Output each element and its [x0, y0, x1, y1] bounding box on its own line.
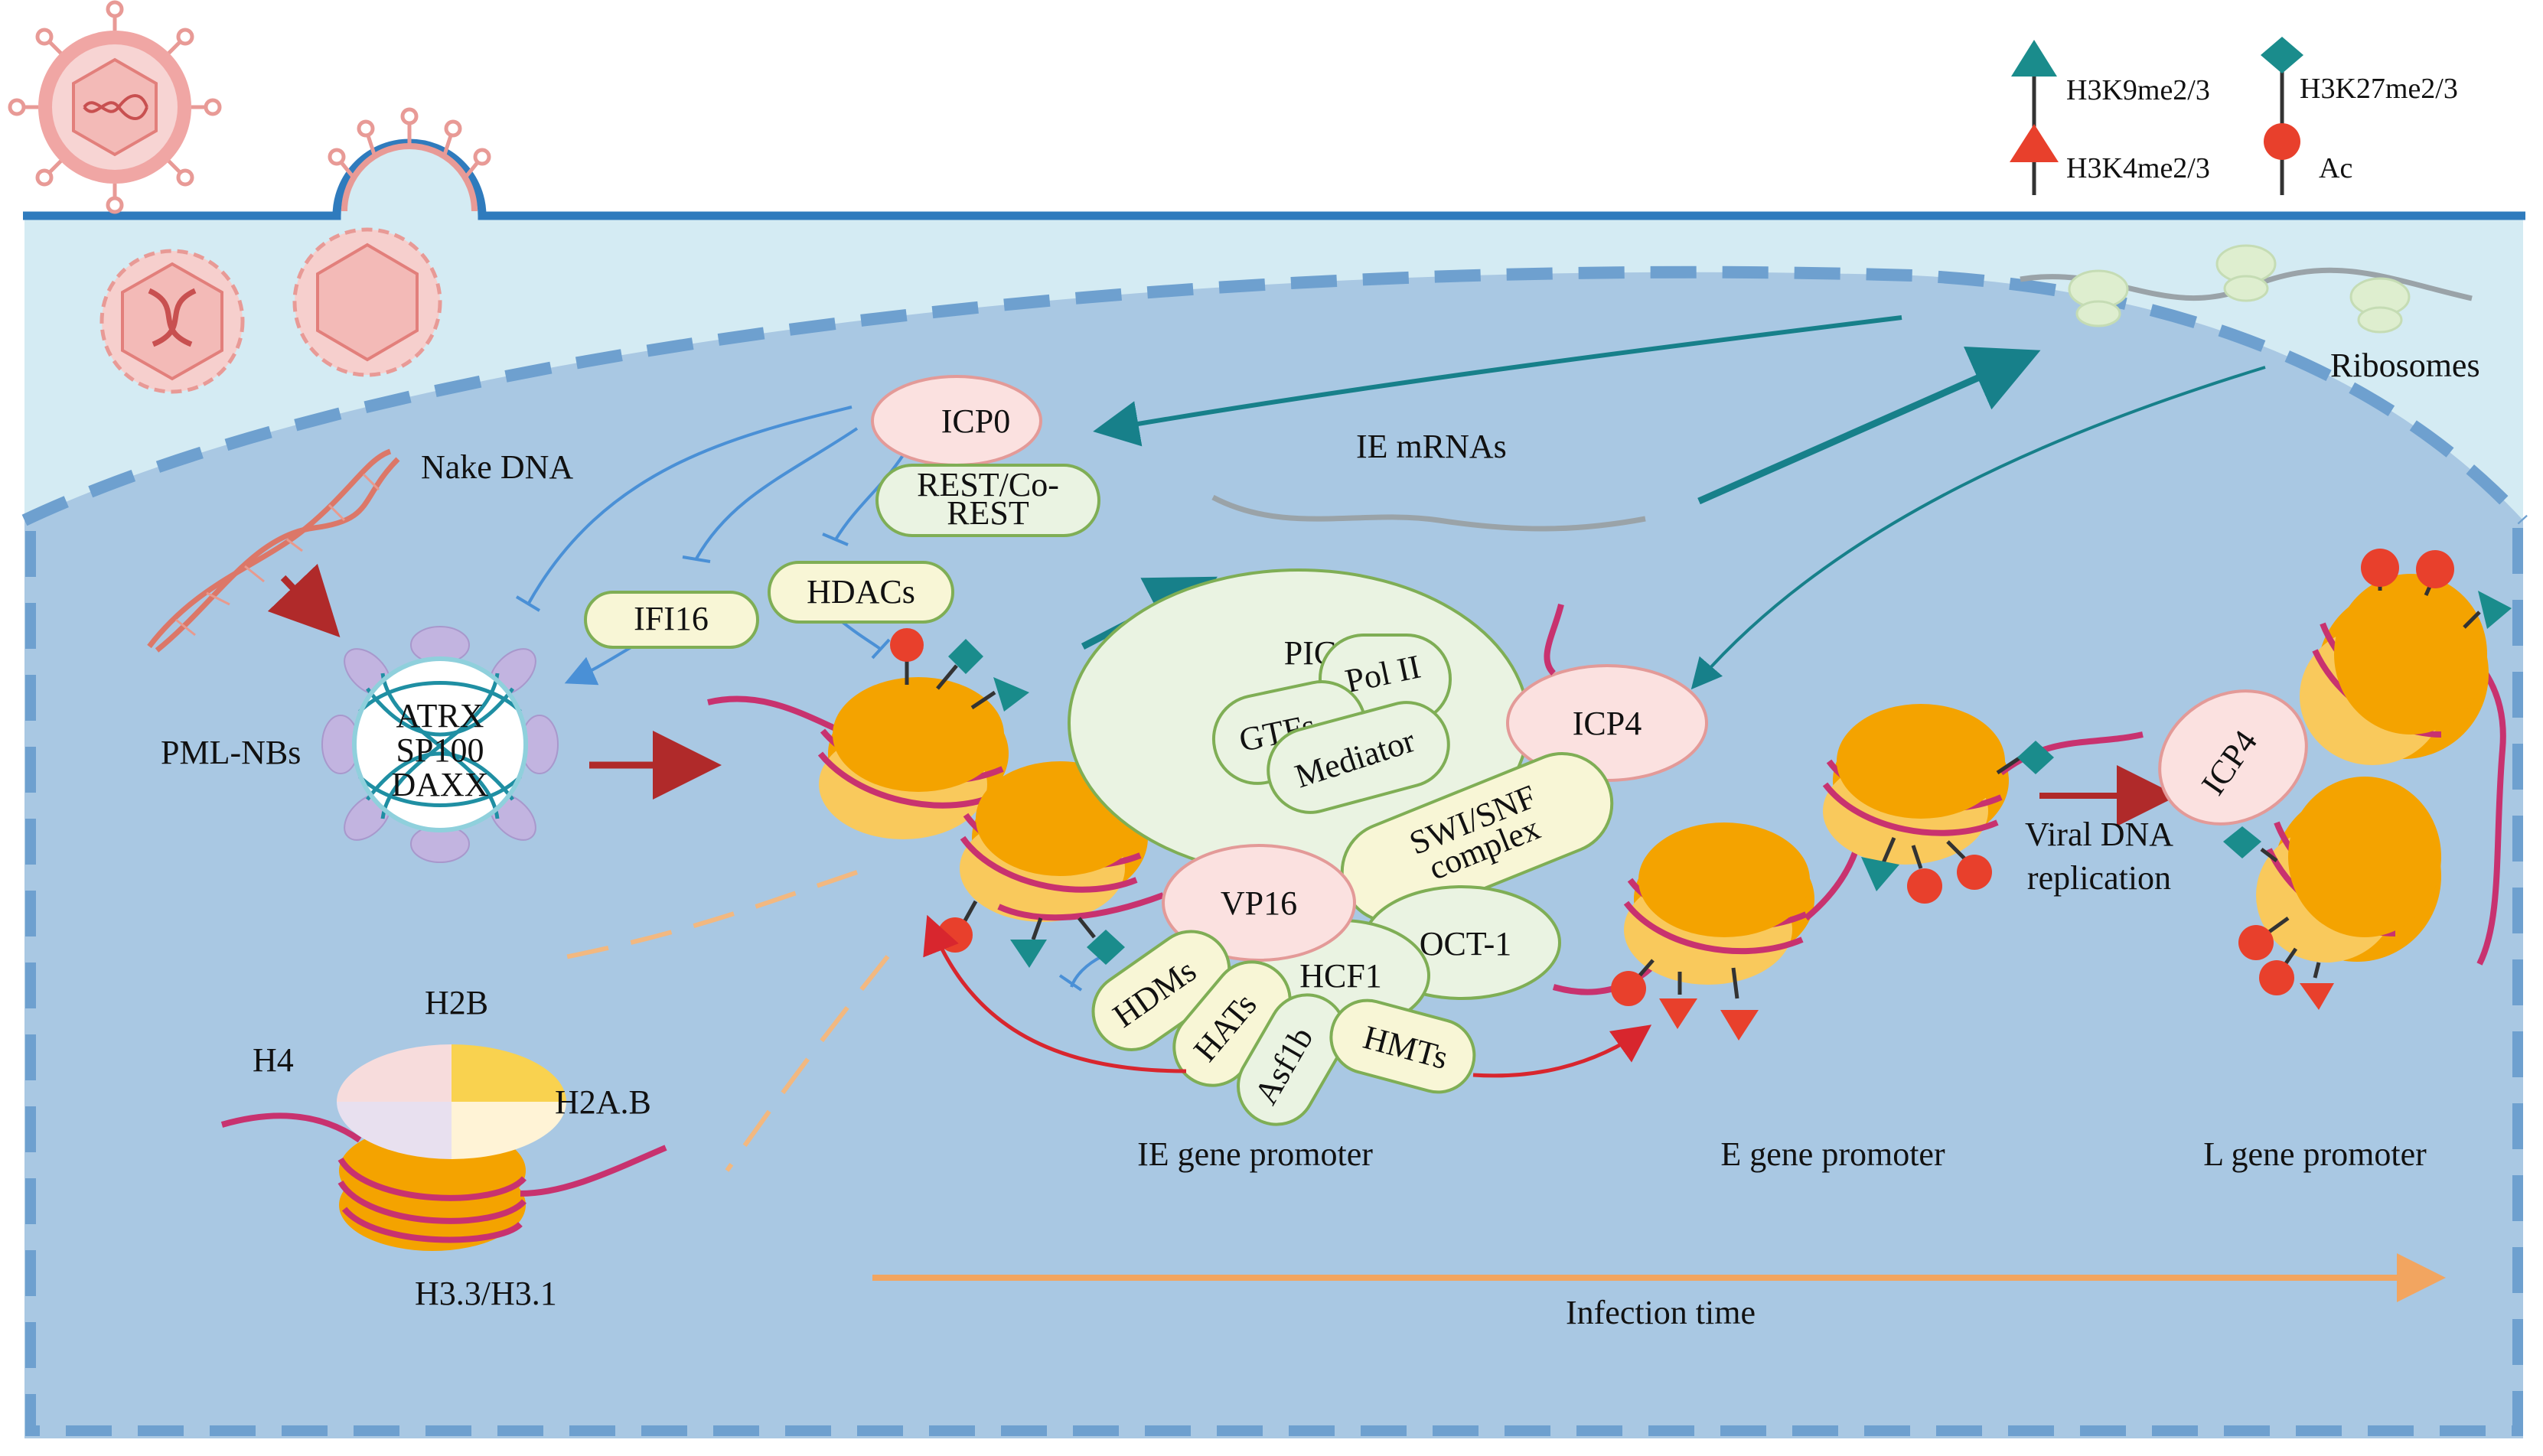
- hmts-node: [1329, 998, 1476, 1094]
- oct1-label: OCT-1: [1420, 925, 1512, 963]
- modifier-arrow-right: [1472, 1024, 1652, 1078]
- ribosomes-label: Ribosomes: [2330, 347, 2480, 384]
- e-histone-marks: [1611, 741, 2054, 1041]
- legend-h3k9-label: H3K9me2/3: [2066, 74, 2210, 106]
- histone-octamer: [220, 870, 890, 1251]
- l-chromatin: [2256, 574, 2506, 966]
- h2ab-label: H2A.B: [555, 1083, 651, 1121]
- legend-ac-label: Ac: [2319, 152, 2352, 184]
- budding-virion: [328, 107, 491, 212]
- vp16-node: [1162, 844, 1356, 962]
- ribosomes-icon: [2020, 244, 2473, 334]
- rest-label-line2: REST: [947, 494, 1029, 532]
- legend-ac-icon: [2264, 123, 2300, 195]
- legend-h3k4-icon: [2010, 124, 2059, 195]
- infection-time-label: Infection time: [1566, 1294, 1756, 1331]
- pml-nbs-label: PML-NBs: [161, 734, 301, 771]
- mediator-node: [1267, 701, 1450, 814]
- legend-h3k4-label: H3K4me2/3: [2066, 152, 2210, 184]
- virion-icon: [8, 0, 222, 214]
- vp16-label: VP16: [1221, 884, 1297, 922]
- e-promoter-label: E gene promoter: [1720, 1135, 1945, 1173]
- h33-label: H3.3/H3.1: [415, 1275, 557, 1312]
- l-histone-marks: [2223, 549, 2512, 1010]
- hdacs-node: [768, 561, 954, 624]
- ifi16-label: IFI16: [634, 600, 709, 637]
- hcf1-label: HCF1: [1299, 957, 1382, 995]
- pml-sp100-label: SP100: [396, 731, 484, 769]
- icp0-label: ICP0: [941, 402, 1010, 440]
- l-promoter-label: L gene promoter: [2203, 1135, 2427, 1173]
- ie-histone-marks: [890, 628, 1125, 968]
- rest-label-line1: REST/Co-: [917, 466, 1059, 503]
- icp4-label-ie: ICP4: [1573, 705, 1642, 742]
- histone-pie: [337, 1044, 566, 1159]
- legend-h3k27-icon: [2261, 37, 2303, 124]
- icp4-node-l: [2158, 689, 2308, 826]
- legend: H3K9me2/3 H3K27me2/3 H3K4me2/3 Ac: [2010, 37, 2458, 195]
- modifier-arrow-left: [923, 914, 1187, 1073]
- e-chromatin: [1552, 704, 2144, 995]
- ie-promoter-label: IE gene promoter: [1137, 1135, 1373, 1173]
- viral-dna-label-line1: Viral DNA: [2025, 816, 2173, 853]
- viral-dna-label-line2: replication: [2027, 859, 2171, 897]
- pml-nb-body: [321, 626, 559, 863]
- h2b-label: H2B: [425, 984, 488, 1021]
- icp4-dna-loop: [1544, 604, 1564, 676]
- h4-label: H4: [253, 1041, 294, 1079]
- legend-h3k27-label: H3K27me2/3: [2300, 73, 2458, 105]
- ifi16-node: [584, 591, 759, 649]
- pml-daxx-label: DAXX: [391, 766, 488, 803]
- empty-capsid-icon: [292, 227, 442, 377]
- capsid-with-dna-icon: [99, 249, 245, 394]
- naked-dna-arrow: [267, 563, 341, 638]
- ie-chromatin: [707, 677, 1165, 922]
- hdacs-label: HDACs: [807, 573, 915, 611]
- pml-atrx-label: ATRX: [396, 697, 484, 735]
- nake-dna-label: Nake DNA: [421, 448, 573, 486]
- ie-mrnas-label: IE mRNAs: [1356, 428, 1507, 465]
- naked-dna-icon: [147, 448, 400, 653]
- rest-coerest-node: [875, 464, 1100, 537]
- ie-mrna-strand: [1211, 494, 1646, 532]
- asf1b-node: [1237, 993, 1347, 1126]
- legend-h3k9-icon: [2011, 40, 2057, 134]
